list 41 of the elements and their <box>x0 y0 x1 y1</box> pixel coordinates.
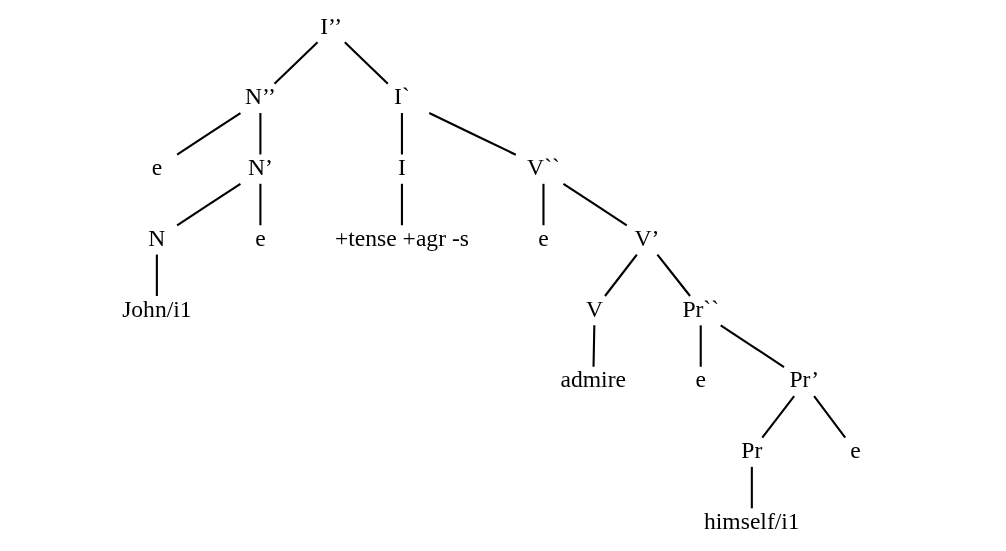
node-text: e <box>849 437 861 464</box>
connector <box>760 395 795 439</box>
node-text: e <box>254 224 266 251</box>
node-text: e <box>151 154 162 181</box>
node-text: +tense +agr -s <box>334 224 469 251</box>
connector <box>176 112 241 156</box>
node-text: e <box>537 224 549 251</box>
connector <box>541 183 544 226</box>
node-text: himself/i1 <box>703 507 800 534</box>
connector <box>155 254 158 296</box>
connector <box>273 41 318 85</box>
node-text: Pr <box>740 437 762 464</box>
connector <box>258 183 261 226</box>
connector <box>176 182 241 227</box>
connector <box>592 325 595 367</box>
connector <box>343 41 389 85</box>
connector <box>603 253 638 297</box>
node-text: admire <box>560 366 626 393</box>
connector <box>400 113 403 155</box>
connector <box>750 466 753 509</box>
connector <box>258 113 261 155</box>
node-text: I <box>397 154 406 181</box>
node-text: I’’ <box>319 12 342 39</box>
node-text: Pr`` <box>681 295 719 322</box>
connector <box>812 395 846 439</box>
connector <box>719 324 785 368</box>
node-text: N’’ <box>244 83 276 110</box>
node-text: Pr’ <box>788 366 819 393</box>
connector <box>699 325 702 367</box>
connector <box>400 183 403 226</box>
node-text: I` <box>393 83 410 110</box>
connector <box>562 182 627 227</box>
node-text: V`` <box>526 154 560 181</box>
node-text: N’ <box>247 154 273 181</box>
node-text: e <box>695 366 706 393</box>
node-text: V’ <box>634 224 659 251</box>
connector <box>428 112 516 156</box>
node-text: V <box>585 295 603 322</box>
node-text: N <box>147 224 165 251</box>
connector <box>656 253 691 297</box>
node-text: John/i1 <box>121 295 192 322</box>
